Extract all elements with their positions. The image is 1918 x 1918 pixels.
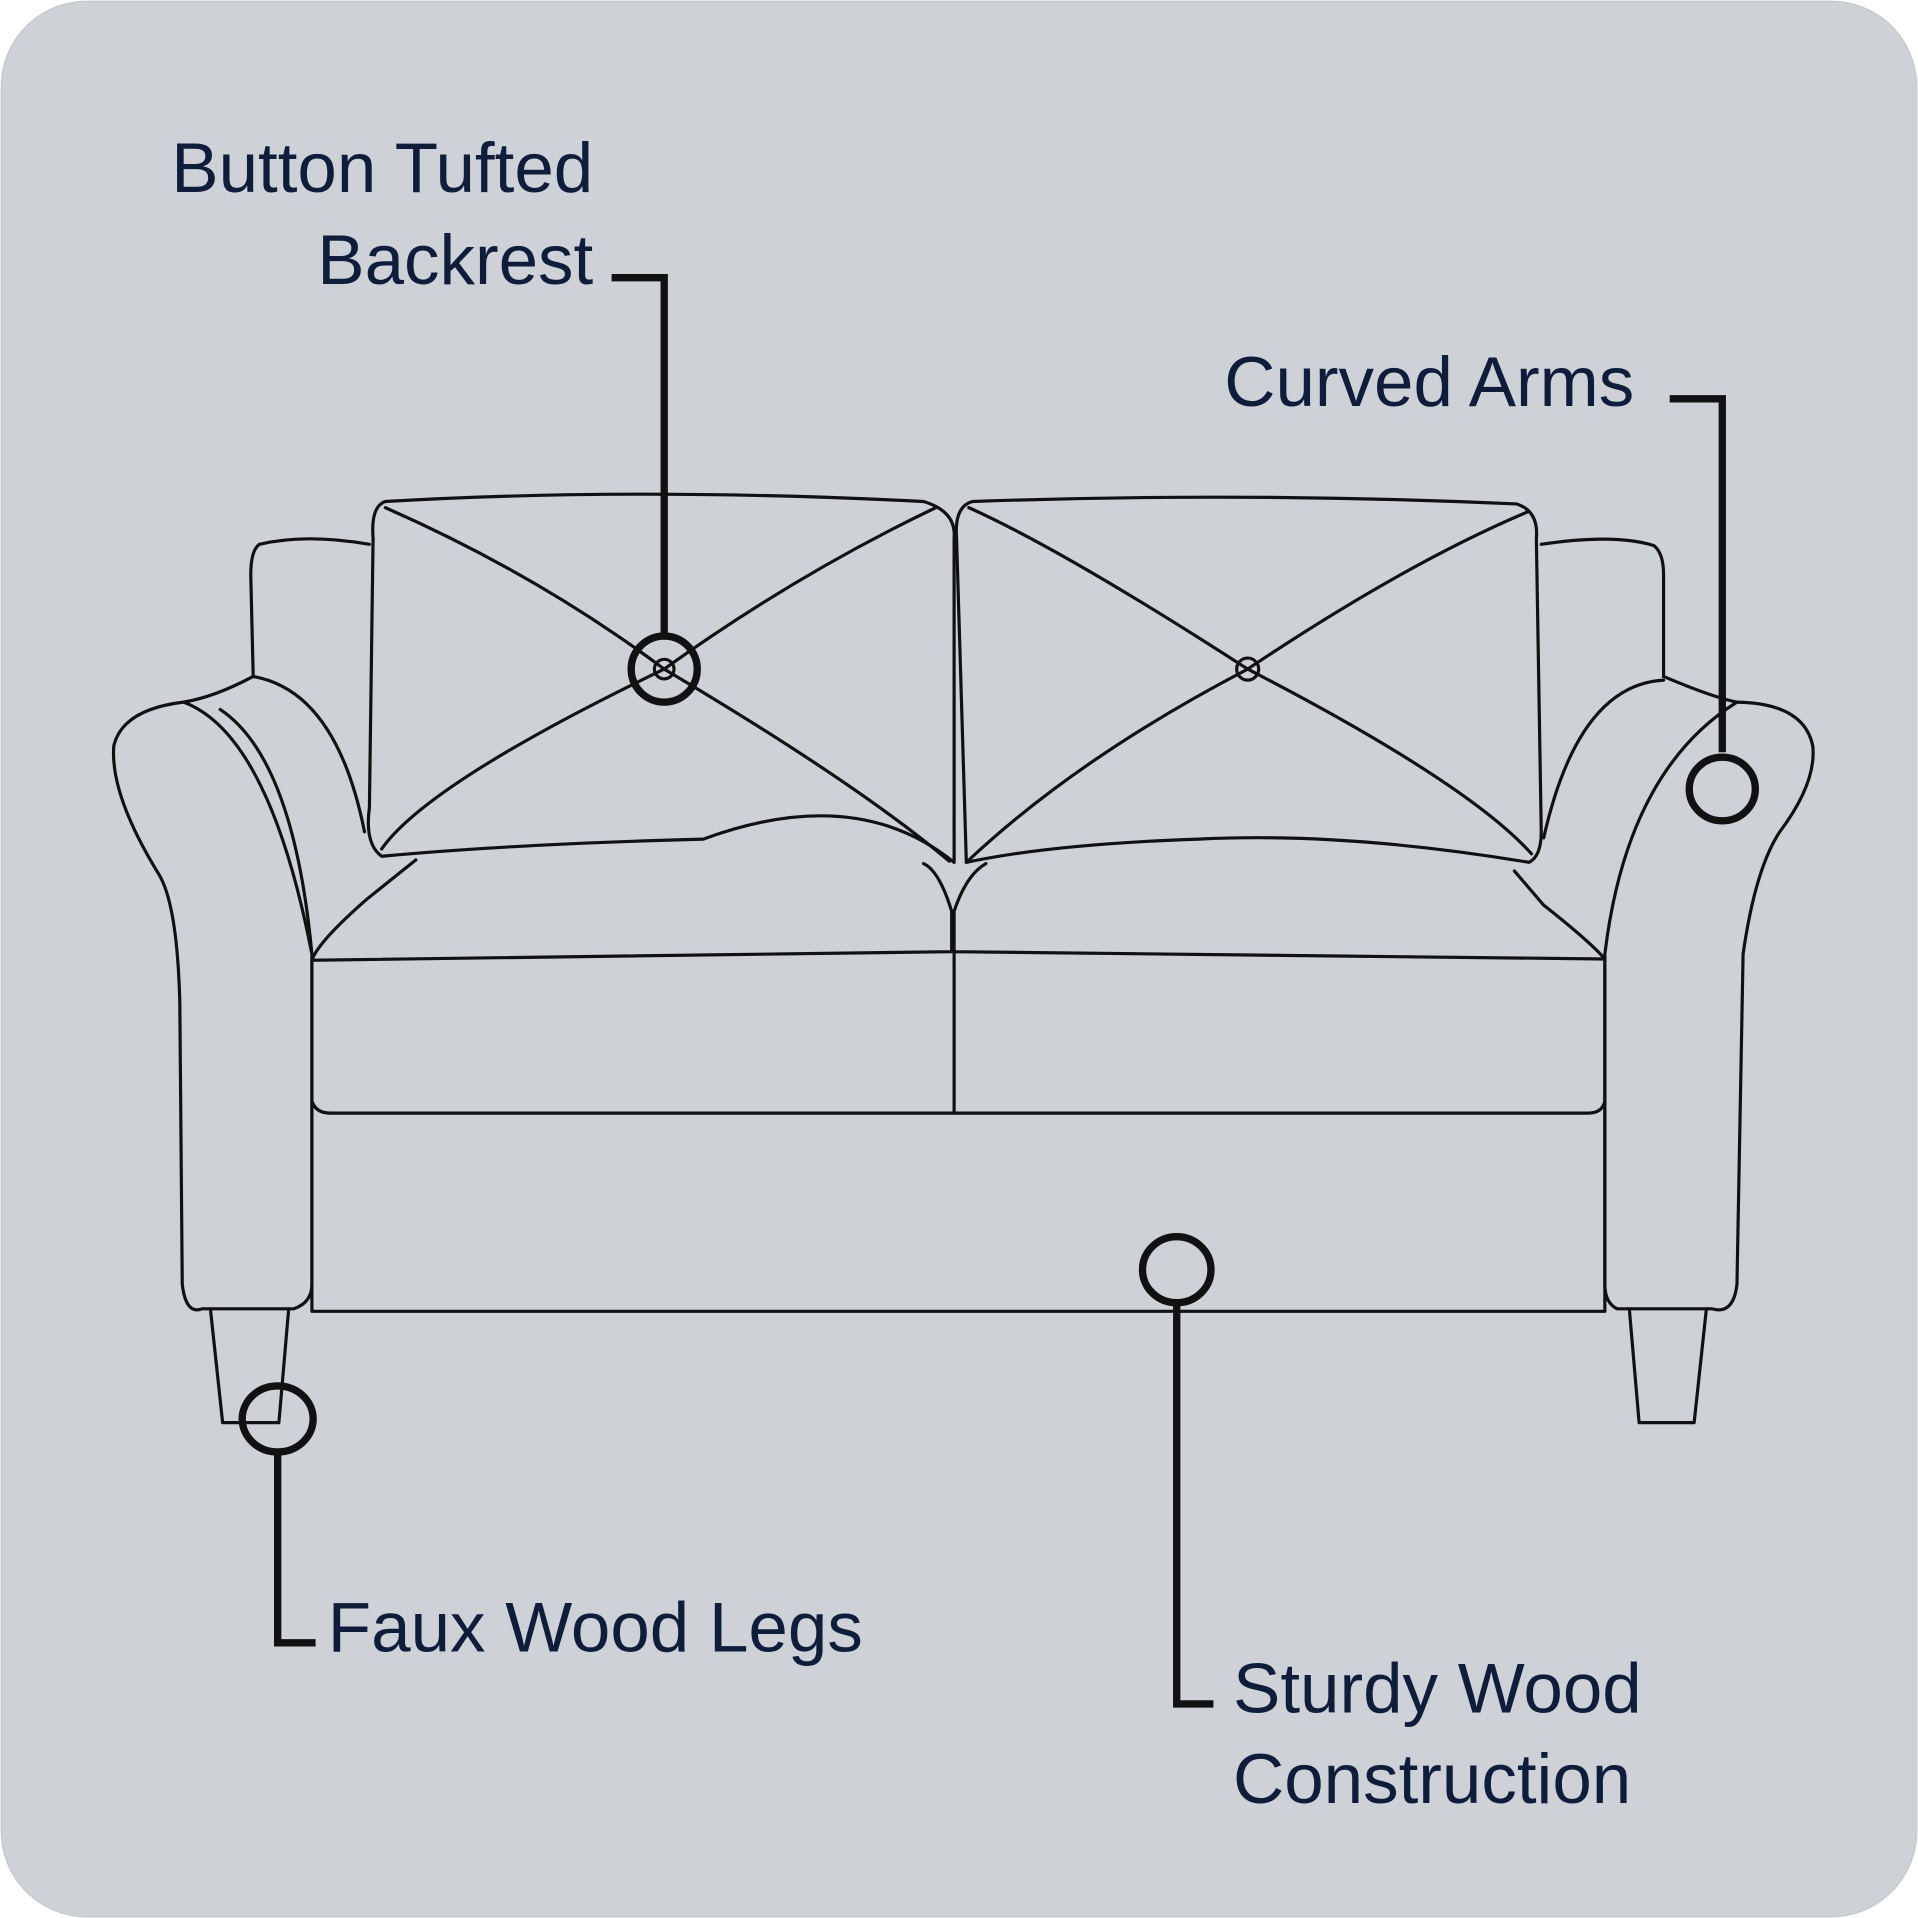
callout-legs-leader bbox=[274, 1453, 316, 1647]
arm-right bbox=[1542, 674, 1815, 1312]
callout-arms: Curved Arms bbox=[1224, 343, 1759, 825]
callout-backrest-marker bbox=[627, 632, 701, 706]
callout-construction: Sturdy Wood Construction bbox=[1138, 1233, 1642, 1819]
callout-legs-marker bbox=[238, 1382, 317, 1456]
base-front bbox=[310, 1099, 1607, 1313]
tuft-lines-right bbox=[964, 506, 1534, 864]
callout-construction-marker bbox=[1138, 1233, 1215, 1307]
callout-construction-line1: Sturdy Wood bbox=[1233, 1650, 1642, 1729]
callout-backrest-line1: Button Tufted bbox=[171, 129, 593, 208]
arm-back-left bbox=[249, 537, 372, 679]
leg-left bbox=[208, 1307, 291, 1425]
tuft-button-left bbox=[652, 657, 676, 681]
sofa-illustration bbox=[111, 492, 1815, 1425]
arm-left bbox=[111, 674, 367, 1312]
callout-arms-marker bbox=[1685, 753, 1759, 825]
back-cushion-right bbox=[954, 495, 1543, 864]
callout-backrest: Button Tufted Backrest bbox=[171, 129, 701, 706]
callout-construction-leader bbox=[1173, 1303, 1214, 1708]
callout-backrest-leader bbox=[611, 274, 668, 637]
callout-arms-line1: Curved Arms bbox=[1224, 343, 1634, 422]
callout-arms-leader bbox=[1669, 395, 1726, 753]
tuft-lines-left bbox=[380, 506, 951, 863]
leg-right bbox=[1627, 1307, 1708, 1425]
callout-legs-line1: Faux Wood Legs bbox=[328, 1588, 863, 1667]
callout-legs: Faux Wood Legs bbox=[238, 1382, 863, 1667]
tuft-button-right bbox=[1235, 656, 1261, 682]
arm-back-right bbox=[1539, 537, 1666, 679]
callout-backrest-line2: Backrest bbox=[317, 221, 593, 300]
back-cushion-left bbox=[366, 492, 956, 864]
callout-construction-line2: Construction bbox=[1233, 1740, 1631, 1819]
